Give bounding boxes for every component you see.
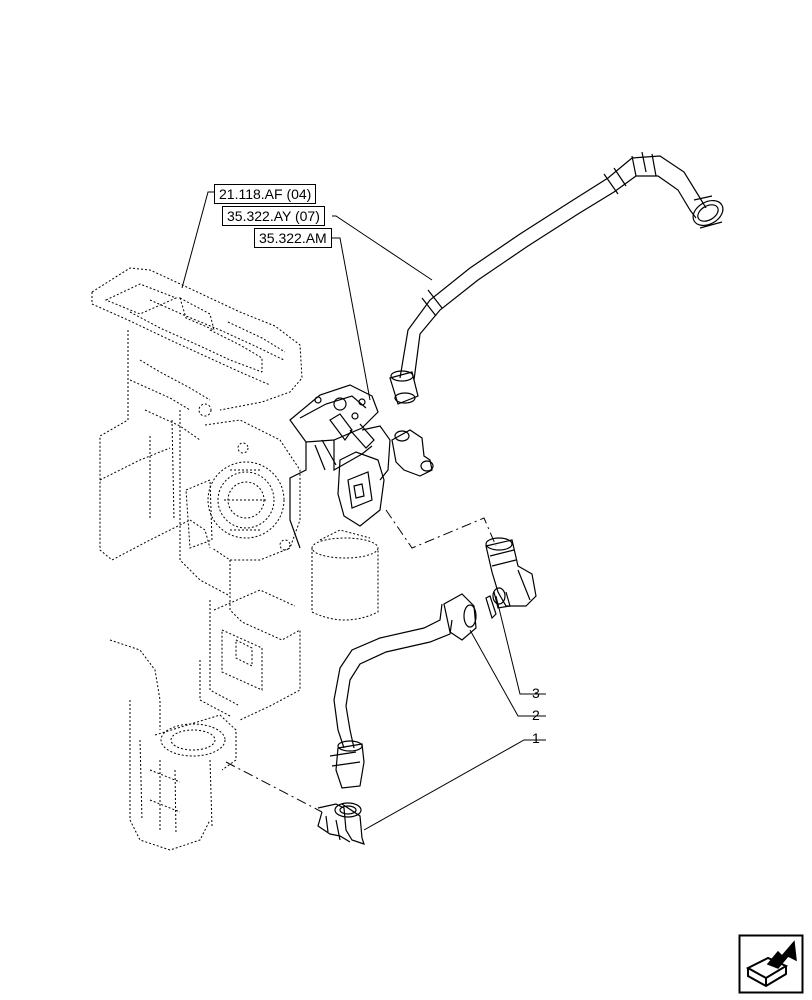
engine-housing-ghost — [91, 267, 379, 851]
callout-2: 2 — [532, 707, 540, 723]
assembly-lines — [225, 509, 497, 813]
upper-hose — [389, 151, 724, 405]
part-1-elbow — [317, 802, 365, 845]
callout-3: 3 — [532, 685, 540, 701]
ref-box-35-322-am[interactable]: 35.322.AM — [254, 228, 332, 248]
next-page-arrow-icon[interactable] — [738, 934, 804, 994]
part-3-elbow-fitting — [485, 537, 537, 609]
leader-lines — [181, 191, 546, 831]
ref-box-35-322-ay[interactable]: 35.322.AY (07) — [222, 206, 325, 226]
valve-assembly — [289, 384, 434, 549]
part-2-pipe — [329, 593, 497, 789]
callout-1: 1 — [532, 730, 540, 746]
ref-box-21-118-af[interactable]: 21.118.AF (04) — [214, 184, 317, 204]
